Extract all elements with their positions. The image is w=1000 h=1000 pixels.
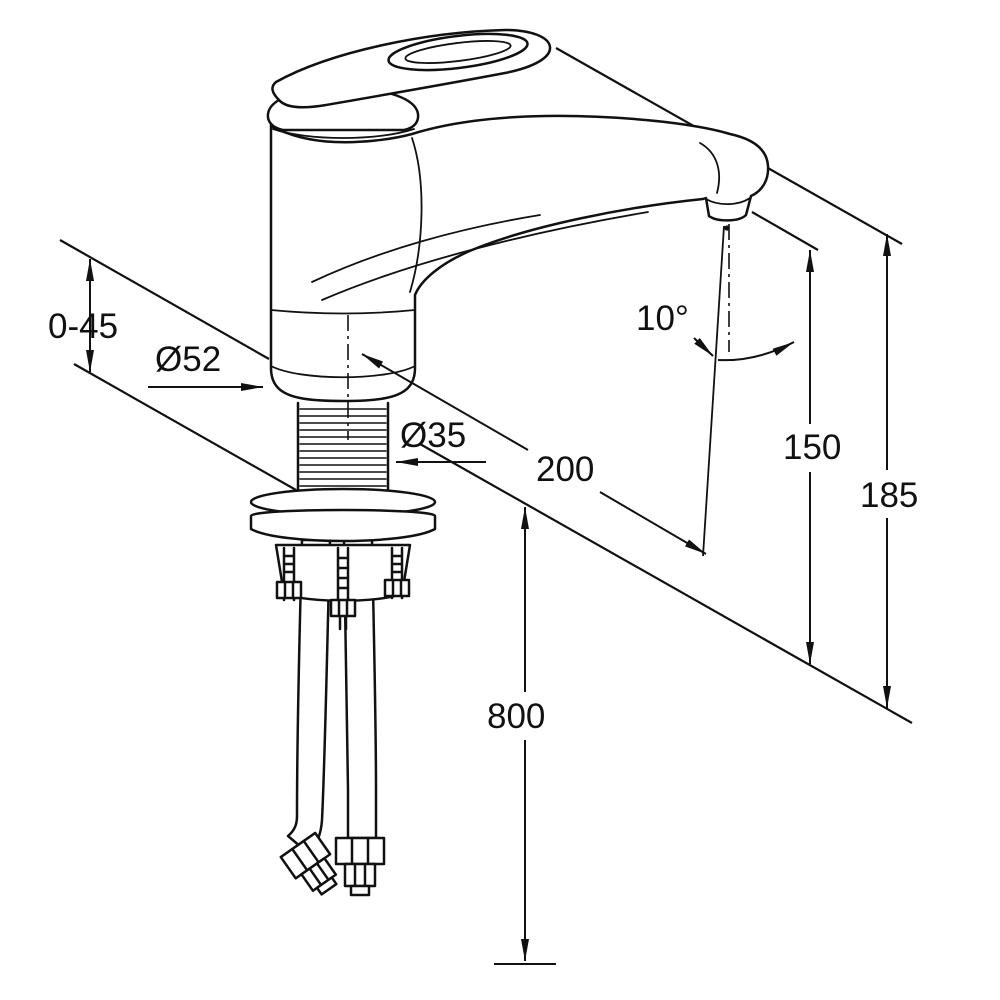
dim-spout-reach-label: 200: [536, 450, 594, 489]
mounting-shank-threads: [296, 401, 390, 497]
hose-fitting-right: [334, 836, 386, 897]
counter-bottom-line: [73, 363, 297, 491]
dim-spout-reach-line-lower: [599, 491, 707, 555]
body-spout-transition-line: [409, 137, 423, 293]
dim-base-diameter: Ø52: [148, 340, 263, 391]
dim-spout-angle-label: 10°: [636, 299, 689, 338]
mounting-hardware: [249, 487, 437, 631]
dimension-annotations: 0-45 Ø52 Ø35 200 10° 150 185: [48, 234, 918, 965]
counter-top-line-right: [419, 443, 913, 724]
dim-counter-thickness: 0-45: [48, 259, 118, 372]
faucet-handle: [266, 28, 552, 139]
spout-flow-line-1: [321, 211, 649, 301]
dim-spout-angle: 10°: [636, 299, 795, 362]
faucet-body-and-spout: [269, 114, 770, 403]
spout-flow-line-2: [311, 214, 541, 283]
dim-shank-diameter: Ø35: [396, 416, 486, 466]
dim-shank-diameter-label: Ø35: [400, 416, 466, 455]
dim-base-diameter-label: Ø52: [155, 340, 221, 379]
dim-spout-angle-leader: [693, 337, 714, 357]
axis-lines: [347, 224, 730, 557]
hose-fitting-left: [279, 831, 338, 896]
dim-spout-angle-arc: [717, 341, 795, 362]
dim-hose-length: 800: [487, 507, 556, 965]
spout-head-inner-line: [699, 142, 721, 194]
fixing-stud-center: [329, 546, 357, 631]
fixing-stud-left: [275, 546, 303, 602]
body-spout-outline: [269, 114, 770, 403]
aerator-line: [705, 197, 751, 206]
supply-hoses: [279, 538, 386, 897]
dim-spout-reach: 200: [361, 353, 707, 555]
stream-direction-line: [702, 225, 725, 557]
body-joint-line: [270, 309, 416, 315]
flange-plate: [249, 508, 437, 543]
dim-spout-height: 150: [783, 250, 841, 664]
dim-spout-reach-line-upper: [361, 353, 529, 451]
handle-hole-inner: [404, 40, 512, 64]
counter-top-line-left: [59, 239, 270, 360]
dim-hose-length-label: 800: [487, 697, 545, 736]
handle-hole-outer: [387, 32, 529, 72]
dim-total-height: 185: [860, 234, 918, 708]
faucet-drawing: [249, 28, 770, 897]
fixing-stud-right: [383, 546, 411, 600]
dim-counter-thickness-label: 0-45: [48, 307, 118, 346]
dim-total-height-label: 185: [860, 476, 918, 515]
dome-bottom-line: [272, 128, 415, 139]
base-contact-line: [270, 365, 416, 379]
dim-spout-height-label: 150: [783, 428, 841, 467]
spout-projection-line: [751, 211, 819, 251]
